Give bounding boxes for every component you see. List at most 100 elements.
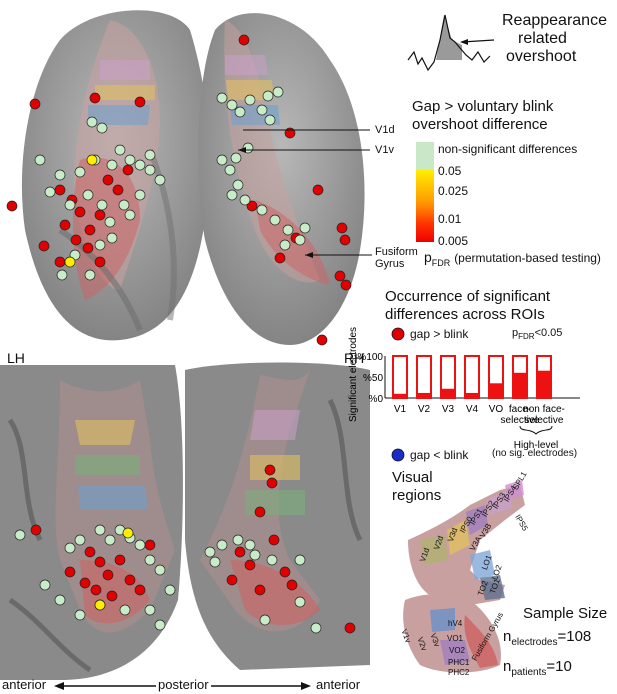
electrode-dot: [340, 279, 352, 291]
bar-5: [513, 372, 527, 398]
bar-label-6-0: non face-: [523, 404, 565, 415]
region-label-20: VO1: [447, 634, 464, 643]
bar-1: [417, 392, 431, 398]
significance-legend-title: Gap > voluntary blink overshoot differen…: [412, 98, 554, 133]
electrode-dot: [279, 566, 291, 578]
electrode-dot: [154, 564, 166, 576]
electrode-dot: [134, 159, 146, 171]
electrode-dot: [104, 534, 116, 546]
bar-0: [393, 393, 407, 398]
electrode-dot: [216, 539, 228, 551]
electrode-dot: [119, 604, 131, 616]
electrode-dot: [114, 554, 126, 566]
ytick-100: %100: [357, 352, 383, 363]
electrode-dot: [310, 622, 322, 634]
rh-flat-map: [185, 362, 370, 670]
electrode-dot: [238, 34, 250, 46]
n-electrodes: nelectrodes=108: [503, 628, 592, 648]
electrode-dot: [254, 506, 266, 518]
electrode-dot: [334, 270, 346, 282]
electrode-dot: [102, 569, 114, 581]
gap-gt-blink-label: gap > blink: [410, 327, 469, 341]
bar-label-2-0: V3: [442, 404, 455, 415]
anterior-right-label: anterior: [316, 677, 361, 692]
electrode-dot: [246, 200, 258, 212]
bar-label-3-0: V4: [466, 404, 479, 415]
v1d-label: V1d: [375, 124, 395, 136]
electrode-dot: [84, 269, 96, 281]
gap-gt-blink-marker: [391, 327, 405, 341]
electrode-dot: [232, 179, 244, 191]
sample-size-title: Sample Size: [523, 605, 608, 622]
electrode-dot: [64, 256, 76, 268]
bar-label-6-1: selective: [525, 415, 564, 426]
bar-2: [441, 388, 455, 398]
electrode-dot: [64, 199, 76, 211]
electrode-dot: [230, 152, 242, 164]
electrode-dot: [122, 527, 134, 539]
bar-label-1-0: V2: [418, 404, 431, 415]
electrode-dot: [216, 92, 228, 104]
electrode-dot: [59, 219, 71, 231]
electrode-dot: [94, 599, 106, 611]
electrode-dot: [232, 534, 244, 546]
electrode-dot: [249, 549, 261, 561]
tick-0025: 0.025: [438, 184, 469, 198]
electrode-dot: [226, 574, 238, 586]
electrode-dot: [54, 184, 66, 196]
electrode-dot: [102, 174, 114, 186]
bar-label-5-0: face-: [509, 404, 531, 415]
electrode-dot: [94, 256, 106, 268]
electrode-dot: [74, 206, 86, 218]
high-level-brace: [519, 425, 553, 435]
electrode-dot: [226, 189, 238, 201]
electrode-dot: [224, 164, 236, 176]
electrode-dot: [268, 534, 280, 546]
n-patients: npatients=10: [503, 658, 572, 678]
electrode-dot: [44, 186, 56, 198]
electrode-dot: [269, 214, 281, 226]
electrode-dot: [6, 200, 18, 212]
electrode-dot: [82, 242, 94, 254]
no-sig-note: (no sig. electrodes): [492, 448, 578, 459]
electrode-dot: [164, 584, 176, 596]
rh-inflated-brain: [198, 13, 365, 345]
electrode-dot: [134, 189, 146, 201]
electrode-dot: [94, 524, 106, 536]
electrode-dot: [86, 154, 98, 166]
region-label-19: hV4: [448, 619, 463, 628]
electrode-dot: [84, 224, 96, 236]
electrode-dot: [336, 222, 348, 234]
electrode-dot: [299, 222, 311, 234]
gap-lt-blink-marker: [391, 448, 405, 462]
electrode-dot: [86, 116, 98, 128]
electrode-dot: [204, 546, 216, 558]
occurrence-title: Occurrence of significant differences ac…: [385, 288, 551, 323]
visual-regions-map: [403, 480, 525, 673]
electrode-dot: [254, 584, 266, 596]
electrode-dot: [112, 184, 124, 196]
electrode-dot: [54, 169, 66, 181]
electrode-dot: [274, 252, 286, 264]
electrode-dot: [124, 154, 136, 166]
ytick-50: %50: [363, 373, 383, 384]
electrode-dot: [216, 154, 228, 166]
overshoot-trace: [407, 14, 495, 72]
electrode-dot: [264, 114, 276, 126]
electrode-dot: [244, 94, 256, 106]
bar-4: [489, 383, 503, 398]
electrode-dot: [74, 534, 86, 546]
electrode-dot: [134, 539, 146, 551]
anterior-left-label: anterior: [2, 677, 47, 692]
electrode-dot: [74, 609, 86, 621]
electrode-dot: [282, 224, 294, 236]
electrode-dot: [226, 99, 238, 111]
electrode-dot: [34, 154, 46, 166]
bar-frame-3: [464, 355, 480, 399]
electrode-dot: [144, 539, 156, 551]
electrode-dot: [134, 584, 146, 596]
electrode-dot: [256, 104, 268, 116]
electrode-dot: [124, 209, 136, 221]
lh-label: LH: [7, 350, 25, 366]
electrode-dot: [90, 584, 102, 596]
